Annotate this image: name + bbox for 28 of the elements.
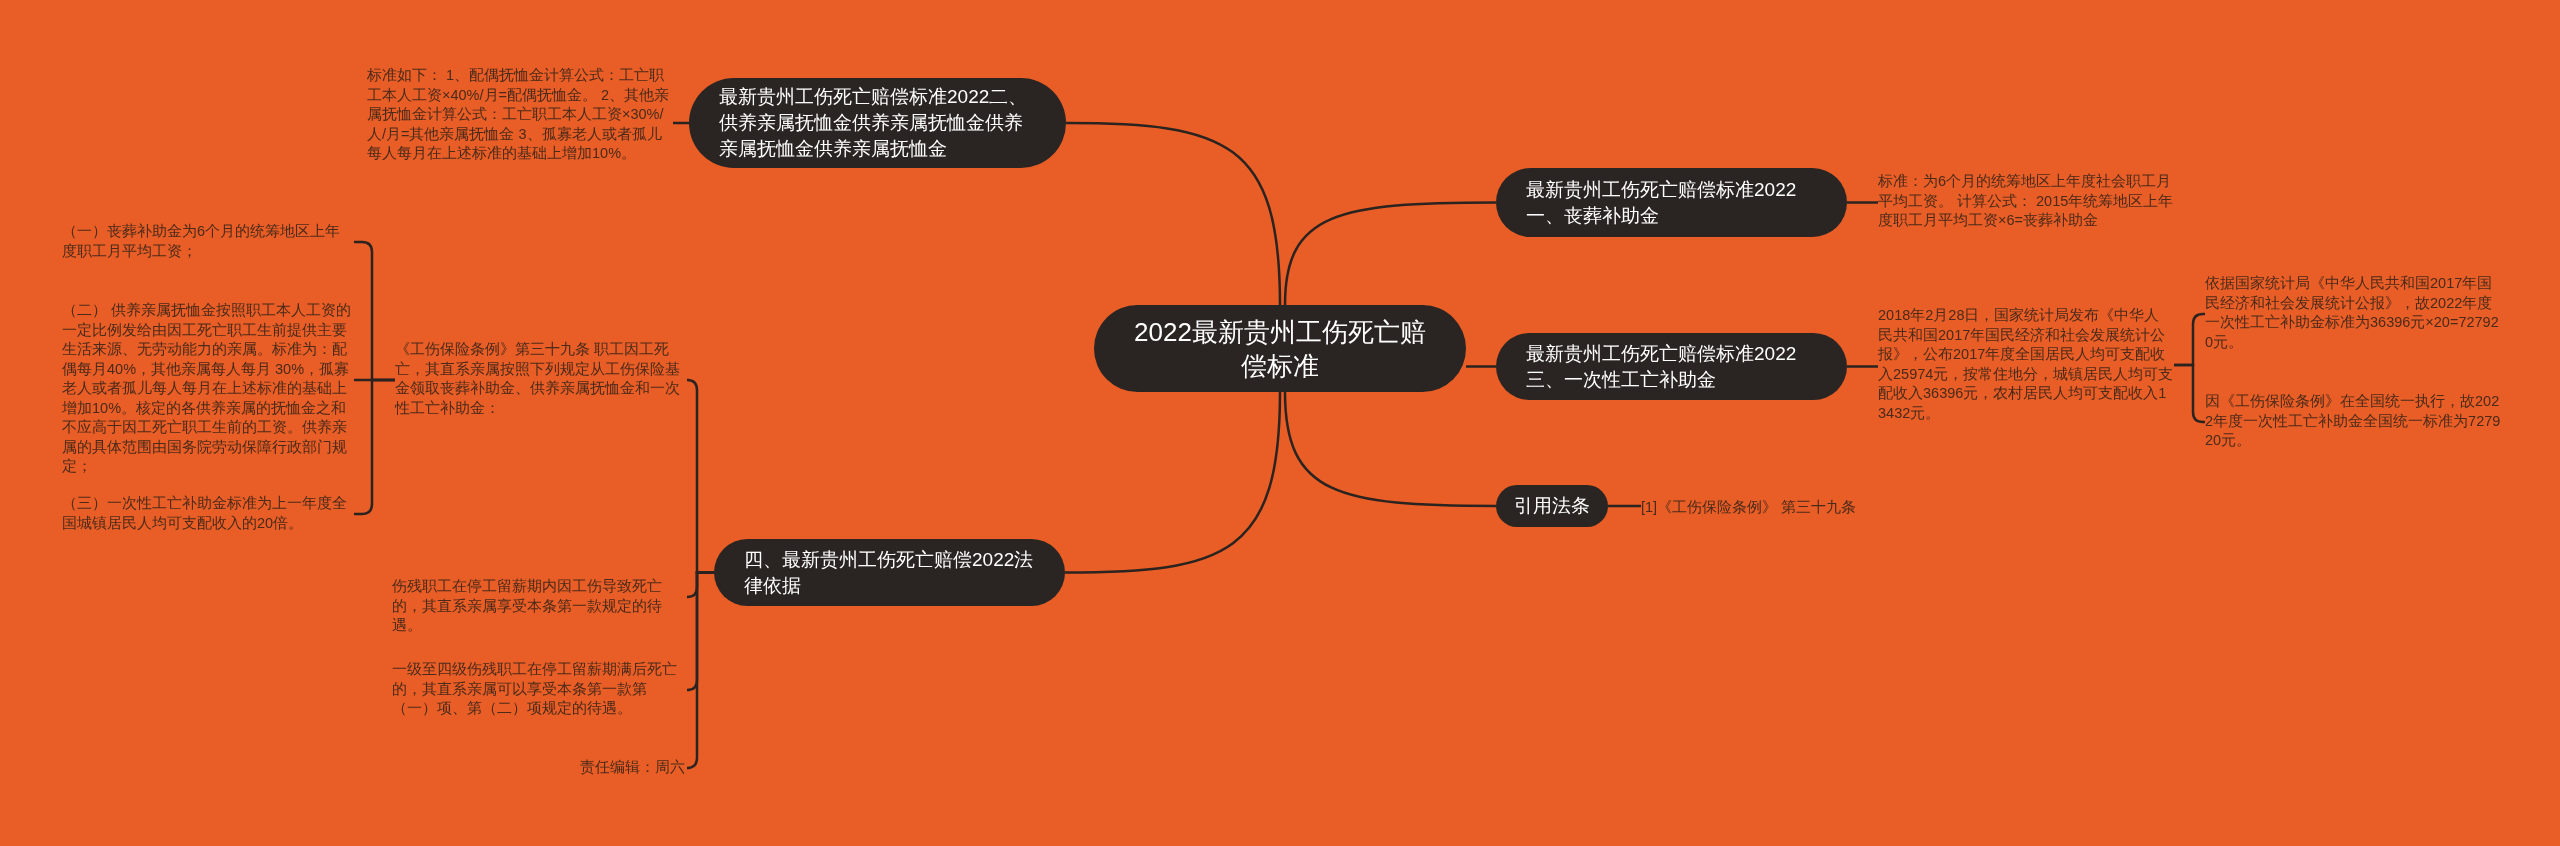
note-text: 因《工伤保险条例》在全国统一执行，故2022年度一次性工亡补助金全国统一标准为727920元。 (2205, 392, 2505, 452)
connector-line (1066, 121, 1282, 306)
connector-line (1608, 504, 1641, 508)
note-text: （二） 供养亲属抚恤金按照职工本人工资的一定比例发给由因工死亡职工生前提供主要生活来源、无劳动能力的亲属。标准为：配偶每月40%，其他亲属每人每月 30%，孤寡老人或者孤儿每人每月在上述标准的基础上增加10%。核定的各供养亲属的抚恤金之和不应高于因工死亡职工生前的工资。供养亲属的具体范围由国务院劳动保障行政部门规定； (62, 301, 354, 477)
topic-pill: 四、最新贵州工伤死亡赔偿2022法律依据 (714, 539, 1065, 606)
topic-pill: 最新贵州工伤死亡赔偿标准2022一、丧葬补助金 (1496, 168, 1847, 237)
note-text: 标准：为6个月的统筹地区上年度社会职工月平均工资。 计算公式： 2015年统筹地区上年度职工月平均工资×6=丧葬补助金 (1878, 172, 2178, 232)
connector-line (2174, 363, 2205, 424)
note-text: （一）丧葬补助金为6个月的统筹地区上年度职工月平均工资； (62, 222, 354, 262)
note-text: 依据国家统计局《中华人民共和国2017年国民经济和社会发展统计公报》，故2022年度一次性工亡补助金标准为36396元×20=727920元。 (2205, 274, 2505, 354)
note-text: 伤残职工在停工留薪期内因工伤导致死亡的，其直系亲属享受本条第一款规定的待遇。 (392, 577, 688, 636)
note-text: 标准如下： 1、配偶抚恤金计算公式：工亡职工本人工资×40%/月=配偶抚恤金。 2、其他亲属抚恤金计算公式：工亡职工本人工资×30%/人/月=其他亲属抚恤金 3、孤寡老人或者孤儿每人每月在上述标准的基础上增加10%。 (367, 66, 673, 184)
connector-line (1065, 391, 1282, 574)
connector-line (1847, 201, 1878, 204)
connector-line (1847, 365, 1878, 368)
topic-pill: 最新贵州工伤死亡赔偿标准2022三、一次性工亡补助金 (1496, 333, 1847, 400)
connector-line (1283, 201, 1496, 306)
note-text: 一级至四级伤残职工在停工留薪期满后死亡的，其直系亲属可以享受本条第一款第（一）项、第（二）项规定的待遇。 (392, 660, 690, 720)
note-text: 责任编辑：周六 (580, 758, 690, 778)
note-text: [1]《工伤保险条例》 第三十九条 (1641, 498, 1881, 518)
connector-line (1466, 365, 1496, 368)
topic-pill: 引用法条 (1496, 485, 1608, 527)
note-text: 2018年2月28日，国家统计局发布《中华人民共和国2017年国民经济和社会发展统计公报》，公布2017年度全国居民人均可支配收入25974元，按常住地分，城镇居民人均可支配收入36396元，农村居民人均可支配收入13432元。 (1878, 306, 2174, 424)
connector-line (1283, 391, 1496, 508)
topic-pill: 最新贵州工伤死亡赔偿标准2022二、供养亲属抚恤金供养亲属抚恤金供养亲属抚恤金供养亲属抚恤金 (689, 78, 1066, 168)
central-topic-pill: 2022最新贵州工伤死亡赔偿标准 (1094, 305, 1466, 392)
note-text: 《工伤保险条例》第三十九条 职工因工死亡，其直系亲属按照下列规定从工伤保险基金领取丧葬补助金、供养亲属抚恤金和一次性工亡补助金： (395, 340, 689, 420)
note-text: （三）一次性工亡补助金标准为上一年度全国城镇居民人均可支配收入的20倍。 (62, 494, 354, 534)
